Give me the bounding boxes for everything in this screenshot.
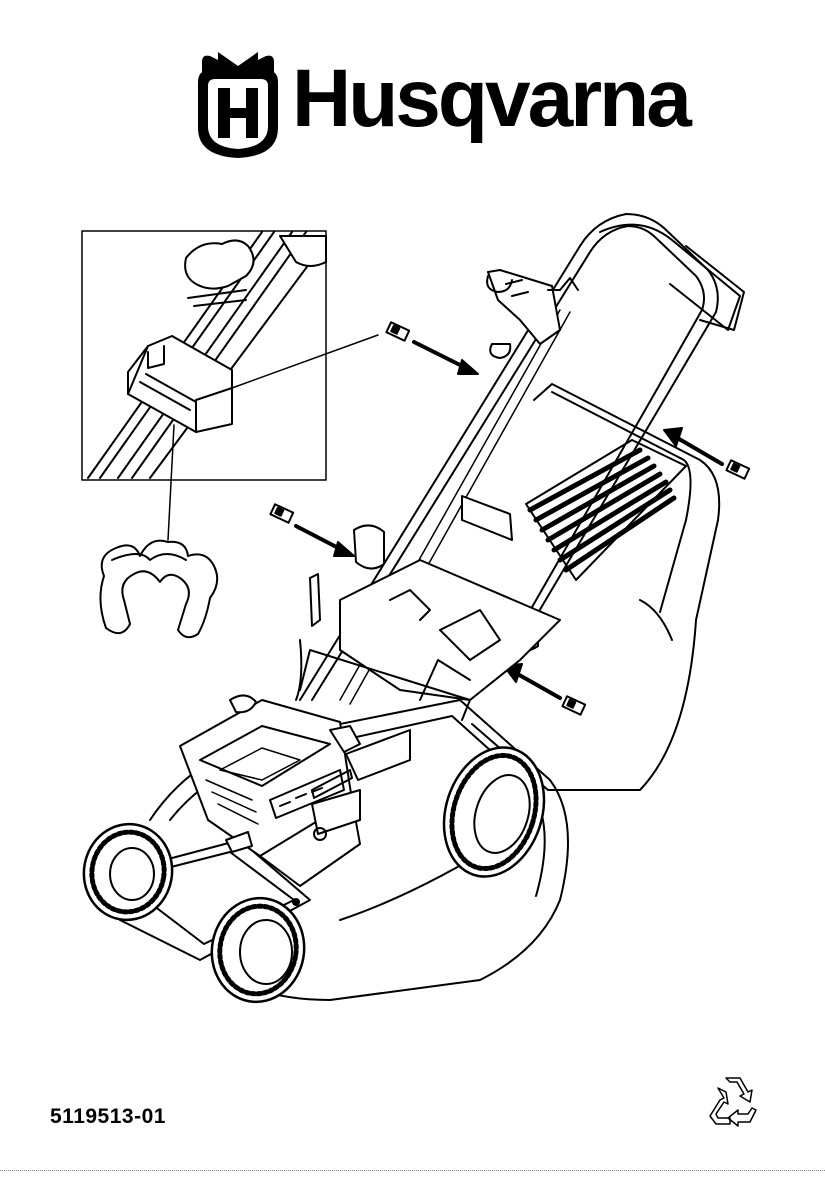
clip-marker-icon [386, 322, 409, 340]
rear-wheel [428, 734, 560, 889]
part-number: 5119513-01 [50, 1105, 166, 1129]
detail-inset [82, 231, 326, 480]
clip-marker-icon [726, 460, 749, 478]
recycle-icon [704, 1074, 762, 1128]
clip-marker-icon [562, 696, 585, 714]
clip-marker-icon [270, 504, 293, 522]
page-edge-rule [0, 1170, 825, 1171]
grass-catcher [462, 384, 719, 790]
